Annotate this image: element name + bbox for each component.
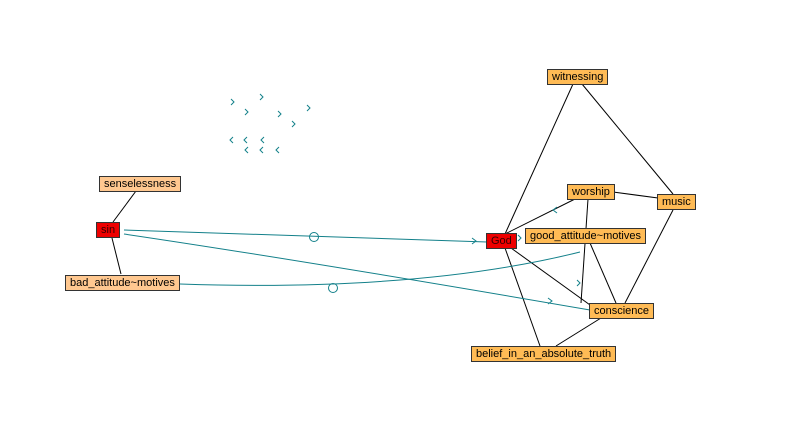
- link-sin-god: [123, 229, 488, 243]
- arrow-head: [576, 279, 581, 287]
- node-worship[interactable]: worship: [567, 184, 615, 200]
- arrow-head: [471, 237, 477, 245]
- arrow-head: [229, 136, 234, 144]
- arrow-head: [547, 297, 553, 305]
- arrow-head: [306, 104, 311, 112]
- node-music[interactable]: music: [657, 194, 696, 210]
- edge-god-conscience: [510, 247, 598, 311]
- node-belief-in-an-absolute-truth[interactable]: belief_in_an_absolute_truth: [471, 346, 617, 362]
- node-good-attitude-motives[interactable]: good_attitude~motives: [525, 228, 646, 244]
- arrow-head: [259, 146, 264, 154]
- edge-worship-music: [612, 191, 659, 199]
- arrow-head: [275, 146, 280, 154]
- edge-worship-conscience: [580, 198, 589, 304]
- edges-layer: [111, 83, 674, 347]
- node-conscience[interactable]: conscience: [589, 303, 655, 319]
- arrow-head: [244, 108, 249, 116]
- node-senselessness[interactable]: senselessness: [99, 176, 182, 192]
- node-sin[interactable]: sin: [96, 222, 121, 238]
- edge-music-conscience: [624, 209, 674, 304]
- causal-links-layer: [123, 206, 591, 311]
- edge-good-conscience: [589, 242, 617, 304]
- arrow-head: [517, 234, 522, 242]
- arrow-head: [230, 98, 235, 106]
- node-god[interactable]: God: [486, 233, 517, 249]
- edge-witnessing-god: [504, 83, 574, 235]
- edge-conscience-belief: [555, 317, 602, 347]
- edge-senselessness-sin: [112, 190, 137, 223]
- link-marker-circle: [328, 283, 338, 293]
- arrow-head: [244, 146, 249, 154]
- link-sin-conscience: [123, 233, 591, 311]
- loose-arrows-cluster: [229, 93, 311, 154]
- arrow-head: [291, 120, 296, 128]
- node-bad-attitude-motives[interactable]: bad_attitude~motives: [65, 275, 180, 291]
- arrow-head: [243, 136, 248, 144]
- arrow-head: [552, 206, 558, 214]
- arrow-head: [259, 93, 264, 101]
- arrow-head: [260, 136, 265, 144]
- edge-god-worship: [504, 198, 576, 235]
- node-witnessing[interactable]: witnessing: [547, 69, 609, 85]
- arrow-head: [277, 110, 282, 118]
- edge-god-belief: [504, 247, 541, 347]
- link-marker-circle: [309, 232, 319, 242]
- edge-witnessing-music: [581, 83, 674, 195]
- edge-sin-bad: [111, 237, 122, 275]
- link-bad-good: [179, 251, 581, 286]
